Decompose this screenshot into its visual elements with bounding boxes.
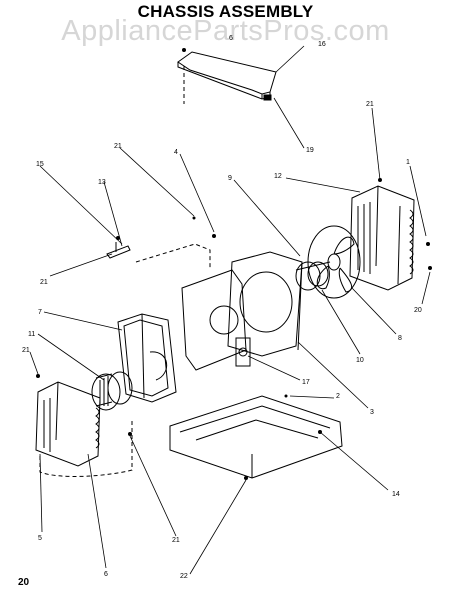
base-pan [169,395,343,479]
page-number: 20 [18,577,30,588]
callout-19: 19 [306,147,314,154]
callout-17: 17 [302,379,310,386]
dashed-outline-mid [135,243,211,270]
callout-1: 1 [406,159,410,166]
callout-21-left: 21 [40,279,48,286]
condenser-fan-blade [307,225,361,299]
callout-4: 4 [174,149,178,156]
callout-22: 22 [180,573,188,580]
diagram-title: CHASSIS ASSEMBLY [137,2,314,21]
screws [36,48,432,480]
callout-13: 13 [98,179,106,186]
callout-20: 20 [414,307,422,314]
dashed-outline-evap [39,420,133,477]
callout-21-top-right: 21 [366,101,374,108]
partition-panel [181,269,251,371]
callout-12: 12 [274,173,282,180]
callout-5: 5 [38,535,42,542]
callout-2: 2 [336,393,340,400]
orifice-panel [227,251,303,357]
callout-16: 16 [318,41,326,48]
evaporator-coil [35,381,101,467]
callout-6-bottom: 6 [104,571,108,578]
callout-21-upper-mid: 21 [114,143,122,150]
callout-3: 3 [370,409,374,416]
top-cover-plate [177,51,277,101]
watermark: AppliancePartsPros.com [61,15,390,47]
callout-labels: 15 16 6 19 21 1 12 9 4 21 13 21 20 8 10 … [22,35,422,580]
condenser-coil [349,185,415,291]
leader-lines [29,45,431,575]
callout-6-top: 6 [229,35,233,42]
bracket-13 [106,242,131,259]
callout-9: 9 [228,175,232,182]
callout-21-far-left: 21 [22,347,30,354]
callout-15: 15 [36,161,44,168]
callout-10: 10 [356,357,364,364]
callout-7: 7 [38,309,42,316]
callout-14: 14 [392,491,400,498]
fan-shroud [117,313,177,403]
callout-8: 8 [398,335,402,342]
callout-11: 11 [28,331,35,338]
callout-21-bottom: 21 [172,537,180,544]
